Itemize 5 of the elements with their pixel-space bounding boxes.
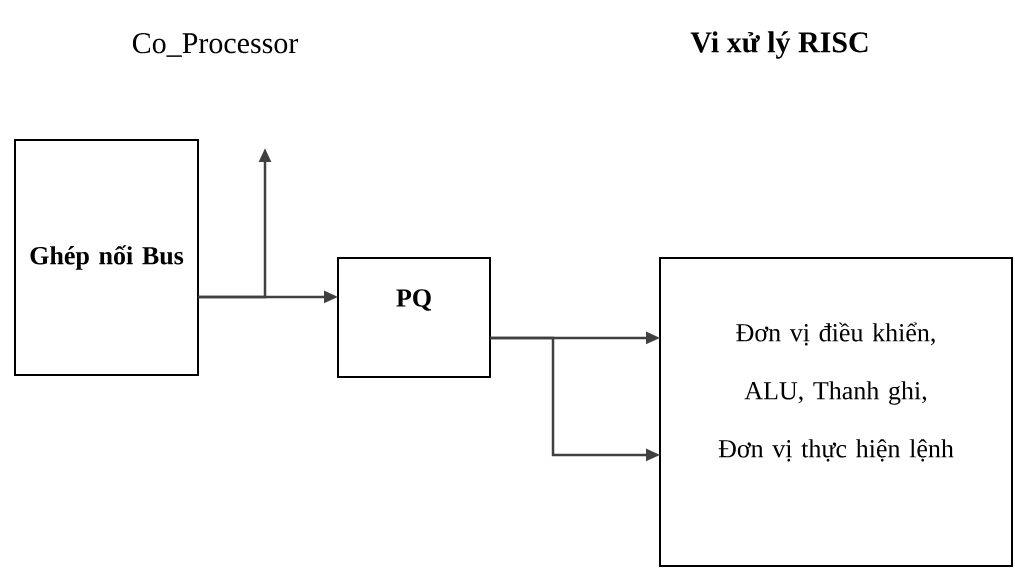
heading: Vi xử lý RISC [690,31,868,59]
process-box: Ghép nối Bus [14,139,199,376]
heading: Co_Processor [132,33,299,57]
process-box: PQ [337,257,491,378]
process-box: Đơn vị điều khiển, ALU, Thanh ghi, Đơn vị thực hiện lệnh [659,257,1013,567]
